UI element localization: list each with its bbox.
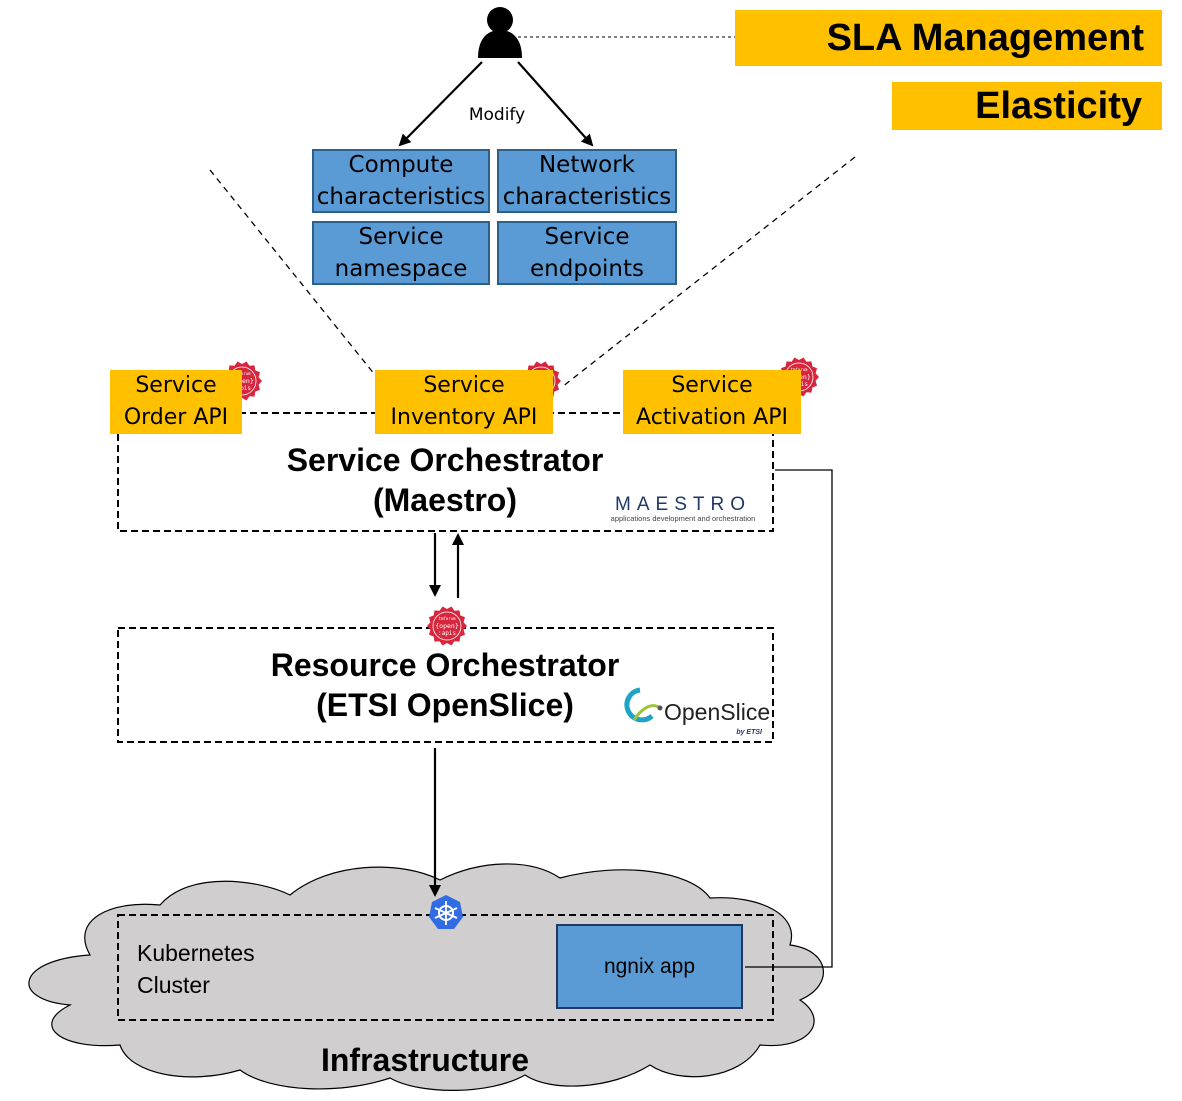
box-line-1: Compute (348, 152, 454, 178)
cluster-line-1: Kubernetes (137, 940, 255, 966)
box-line-1: Network (538, 152, 636, 178)
box-line-1: Service (544, 224, 630, 250)
badge-text: :apis (438, 630, 456, 637)
badge-text: {open} (435, 622, 459, 630)
resource-orchestrator-box (117, 627, 774, 743)
network-characteristics-box: Network characteristics (497, 149, 677, 213)
box-line-1: Service (358, 224, 444, 250)
elasticity-label: Elasticity (892, 82, 1162, 130)
kubernetes-cluster-label: Kubernetes Cluster (137, 937, 255, 1001)
title-line-2: (Maestro) (372, 482, 517, 518)
so-app-connector (745, 469, 833, 968)
api-line-2: Activation API (636, 405, 788, 430)
service-namespace-box: Service namespace (312, 221, 490, 285)
svg-text:by ETSI: by ETSI (736, 729, 763, 736)
service-inventory-api-label: Service Inventory API (375, 370, 553, 434)
box-line-2: namespace (334, 256, 468, 282)
svg-text:MAESTRO: MAESTRO (615, 494, 751, 515)
badge-text: tmforum (791, 367, 808, 372)
service-orchestrator-box (117, 412, 774, 532)
openslice-logo: OpenSlice by ETSI (624, 687, 770, 736)
scope-line-right (561, 156, 856, 388)
api-line-2: Inventory API (390, 405, 538, 430)
api-line-1: Service (671, 373, 753, 398)
service-orchestrator-title: Service Orchestrator (Maestro) (195, 440, 695, 520)
infrastructure-label: Infrastructure (320, 1041, 530, 1078)
service-endpoints-box: Service endpoints (497, 221, 677, 285)
compute-characteristics-box: Compute characteristics (312, 149, 490, 213)
svg-text:OpenSlice: OpenSlice (664, 699, 770, 725)
title-line-1: Service Orchestrator (286, 442, 604, 478)
api-line-1: Service (423, 373, 505, 398)
box-line-2: characteristics (502, 184, 672, 210)
kubernetes-icon (429, 895, 463, 929)
ngnix-app-label: ngnix app (603, 954, 696, 978)
title-line-2: (ETSI OpenSlice) (316, 687, 574, 723)
badge-text: tmforum (234, 371, 251, 376)
ngnix-app-box (556, 924, 743, 1009)
modify-label: Modify (469, 105, 525, 125)
modify-arrow-left (398, 61, 483, 147)
title-line-1: Resource Orchestrator (270, 647, 620, 683)
api-line-2: Order API (123, 405, 229, 430)
cluster-line-2: Cluster (137, 972, 210, 998)
service-order-api-label: Service Order API (110, 370, 242, 434)
badge-text: :apis (233, 385, 251, 392)
box-line-2: endpoints (530, 256, 644, 282)
api-line-1: Service (135, 373, 217, 398)
sla-management-label: SLA Management (735, 10, 1162, 66)
box-line-2: characteristics (316, 184, 486, 210)
user-icon (478, 7, 522, 58)
badge-text: {open} (230, 377, 254, 385)
modify-arrow-right (517, 61, 594, 147)
svg-text:applications development and o: applications development and orchestrati… (611, 514, 756, 523)
service-activation-api-label: Service Activation API (623, 370, 801, 434)
maestro-logo: MAESTRO applications development and orc… (611, 494, 756, 523)
resource-orchestrator-title: Resource Orchestrator (ETSI OpenSlice) (195, 645, 695, 725)
openapi-badge-icon: tmforum{open}:apis (427, 606, 467, 646)
infrastructure-cloud (28, 863, 824, 1091)
badge-text: tmforum (439, 616, 456, 621)
